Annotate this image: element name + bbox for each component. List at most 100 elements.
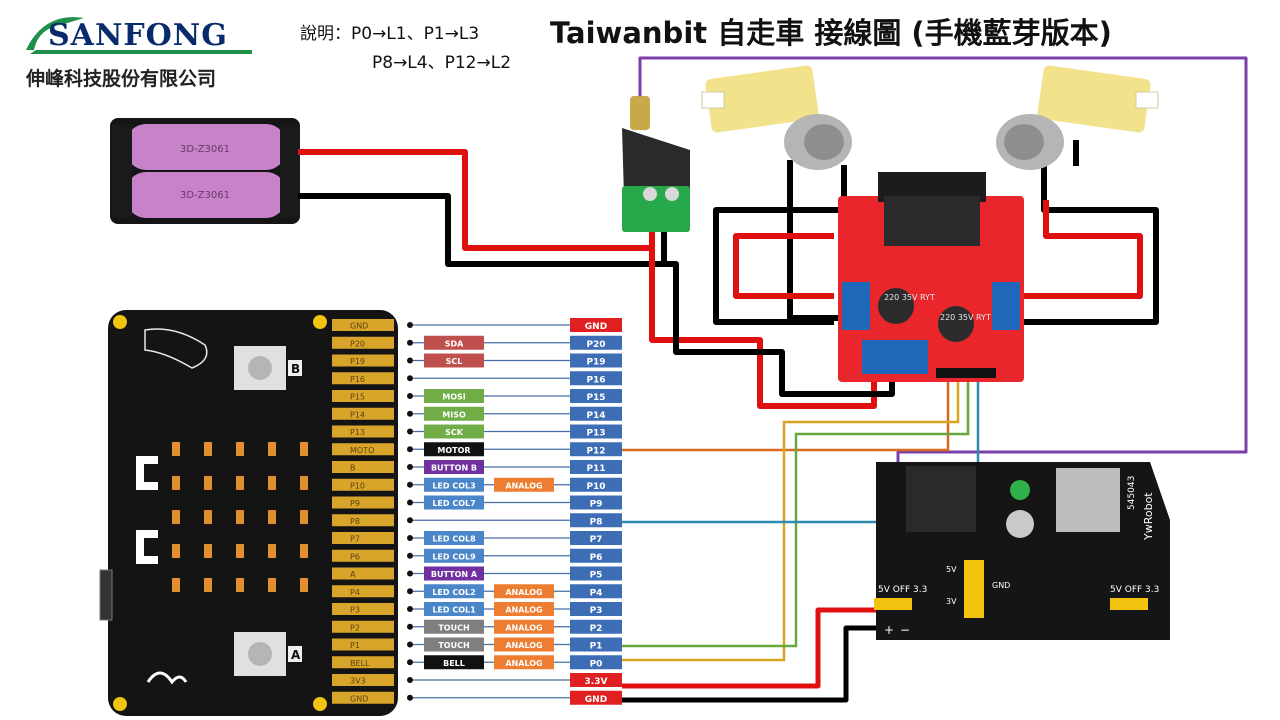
pin-label: P16 xyxy=(586,375,605,385)
pin-label-box xyxy=(570,371,622,386)
function-label-box xyxy=(424,548,484,563)
edge-pin-dot xyxy=(407,694,413,701)
function-label: LED COL1 xyxy=(432,606,476,615)
edge-pad xyxy=(332,425,394,438)
function-label: MOTOR xyxy=(437,446,470,455)
edge-pin-dot xyxy=(407,410,413,417)
right-motor xyxy=(996,65,1159,170)
edge-pad-label: P15 xyxy=(350,393,365,402)
edge-pad xyxy=(332,443,394,456)
function-label-box xyxy=(424,495,484,510)
function-label: LED COL2 xyxy=(432,588,475,597)
function-label-box xyxy=(424,424,484,439)
edge-pin-dot xyxy=(407,552,413,559)
edge-pad-label: P14 xyxy=(350,410,365,419)
company-name: 伸峰科技股份有限公司 xyxy=(26,68,217,90)
edge-pin-dot xyxy=(407,535,413,541)
edge-pin-dot xyxy=(407,623,413,630)
function-label-box xyxy=(424,442,484,457)
function-label: BUTTON A xyxy=(431,570,478,579)
pin-label-box xyxy=(570,513,622,528)
edge-pad-label: P8 xyxy=(350,517,360,526)
analog-label: ANALOG xyxy=(505,481,542,490)
led-matrix xyxy=(172,442,308,592)
power-module-brand: YwRobot xyxy=(1142,492,1155,541)
pin-label: GND xyxy=(585,322,607,332)
note-prefix: 說明： xyxy=(300,24,351,44)
edge-pin-dot xyxy=(407,641,413,648)
button-b-label: B xyxy=(291,362,300,376)
edge-pin-dot xyxy=(407,339,413,346)
company-logo: SANFONG 伸峰科技股份有限公司 xyxy=(24,10,264,90)
led-dot xyxy=(236,544,244,558)
pin-label-box xyxy=(570,655,622,670)
edge-pad-label: P2 xyxy=(350,623,360,632)
led-dot xyxy=(300,544,308,558)
led-dot xyxy=(236,442,244,456)
driver-cap-2: 220 35V RYT xyxy=(940,313,991,322)
led-dot xyxy=(268,442,276,456)
function-label-box xyxy=(424,531,484,545)
led-dot xyxy=(172,578,180,592)
edge-pad-label: GND xyxy=(350,694,368,703)
edge-pin-dot xyxy=(407,428,413,435)
power-wires xyxy=(298,56,1248,703)
pin-label: P1 xyxy=(590,642,603,652)
analog-label-box xyxy=(494,477,554,492)
pin-label: P14 xyxy=(586,411,605,421)
function-label: BELL xyxy=(443,659,465,668)
edge-pad-label: P6 xyxy=(350,552,360,561)
power-module-model: 545043 xyxy=(1127,476,1137,510)
logo-swoosh-icon xyxy=(26,17,252,54)
pin-label: P8 xyxy=(590,517,603,527)
power-module-minus: − xyxy=(900,623,910,637)
analog-label-box xyxy=(494,602,554,616)
edge-pin-dot xyxy=(407,481,413,488)
edge-pad-label: P13 xyxy=(350,428,365,437)
edge-pad xyxy=(332,585,394,598)
analog-label: ANALOG xyxy=(505,659,542,668)
function-label: TOUCH xyxy=(438,641,469,650)
edge-pin-dot xyxy=(407,375,413,382)
function-label-box xyxy=(424,353,484,368)
analog-label-box xyxy=(494,637,554,652)
function-label-box xyxy=(424,619,484,634)
pin-label: P7 xyxy=(590,535,603,545)
pin-label-box xyxy=(570,442,622,457)
edge-pin-dot xyxy=(407,499,413,506)
note-line-1: P0→L1、P1→L3 xyxy=(351,24,480,44)
edge-pad-label: GND xyxy=(350,322,368,331)
edge-connector: GNDP20P19P16P15P14P13MOTOBP10P9P8P7P6AP4… xyxy=(332,319,413,704)
function-label: BUTTON B xyxy=(431,464,477,473)
motor-driver-board: 220 35V RYT 220 35V RYT xyxy=(838,172,1024,382)
edge-pad-label: A xyxy=(350,570,356,579)
function-label: MOSI xyxy=(442,393,466,402)
led-dot xyxy=(236,476,244,490)
page-title: Taiwanbit 自走車 接線圖 (手機藍芽版本) xyxy=(550,16,1112,50)
edge-pad-label: B xyxy=(350,464,356,473)
pin-label: GND xyxy=(585,695,607,705)
pin-label-box xyxy=(570,495,622,510)
pin-label-box xyxy=(570,566,622,581)
edge-pin-dot xyxy=(407,322,413,328)
function-label-box xyxy=(424,584,484,599)
analog-label: ANALOG xyxy=(505,588,542,597)
led-dot xyxy=(172,476,180,490)
function-label: SCL xyxy=(446,357,463,366)
led-dot xyxy=(172,510,180,524)
edge-pad xyxy=(332,478,394,491)
pin-label-box xyxy=(570,424,622,439)
function-label: TOUCH xyxy=(438,623,469,632)
led-dot xyxy=(300,510,308,524)
pin-label: P4 xyxy=(590,588,603,598)
led-dot xyxy=(268,578,276,592)
function-label-box xyxy=(424,389,484,403)
function-label: LED COL3 xyxy=(432,481,475,490)
function-label-box xyxy=(424,602,484,616)
pin-label: 3.3V xyxy=(585,677,608,687)
power-module-plus: + xyxy=(884,623,894,637)
edge-pad-label: P4 xyxy=(350,588,360,597)
pin-label-box xyxy=(570,318,622,332)
battery-cell-1-text: 3D-Z3061 xyxy=(180,144,230,155)
